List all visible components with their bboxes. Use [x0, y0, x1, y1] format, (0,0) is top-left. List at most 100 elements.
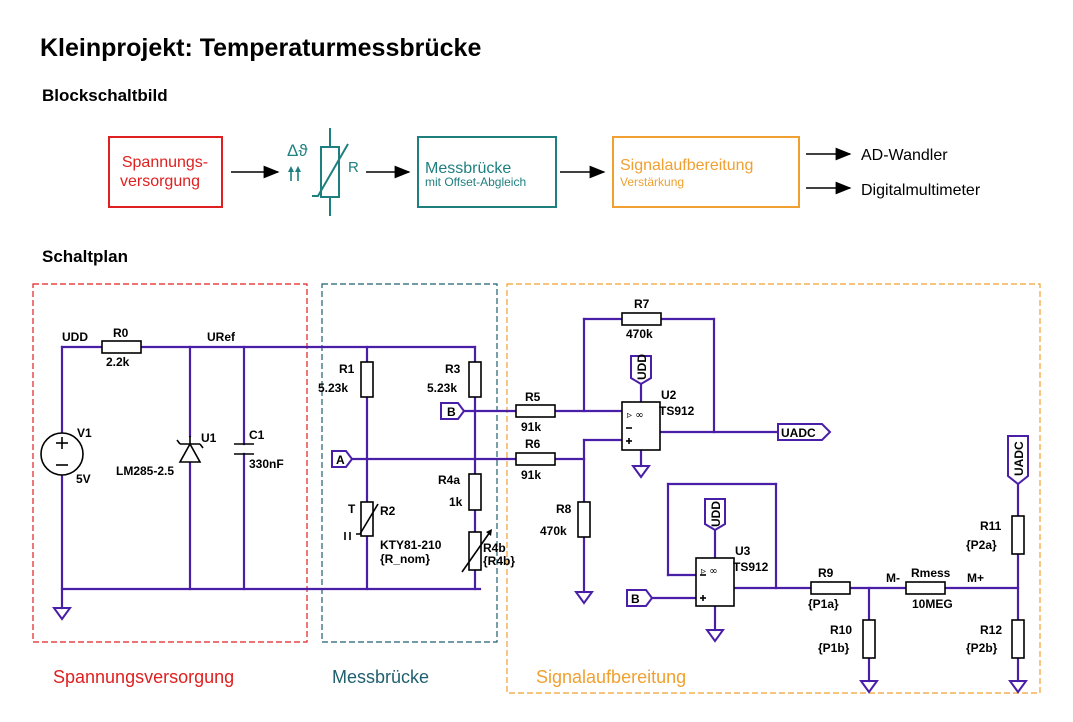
- resistor-r3: [468, 361, 482, 398]
- page-title: Kleinprojekt: Temperaturmessbrücke: [40, 34, 481, 62]
- resistor-r6: [515, 452, 556, 466]
- region-supply-frame: [32, 283, 308, 643]
- resistor-r10: [862, 619, 876, 659]
- uadc-flag-r11: [1007, 435, 1029, 486]
- label-r2-name: R2: [380, 504, 396, 518]
- block-signal: [612, 136, 800, 208]
- label-r8-value: 470k: [540, 524, 567, 538]
- svg-text:▹ ∞: ▹ ∞: [627, 410, 644, 421]
- label-r1-value: 5.23k: [318, 381, 348, 395]
- port-b-signal: [626, 589, 654, 607]
- port-a-bridge: [331, 450, 354, 468]
- ground-u2-icon: [631, 465, 651, 479]
- label-udd: UDD: [62, 330, 88, 344]
- label-r11-param: {P2a}: [966, 538, 997, 552]
- label-port-b: B: [447, 405, 456, 419]
- label-r4a-name: R4a: [438, 473, 460, 487]
- label-r7-value: 470k: [626, 327, 653, 341]
- label-u2-name: U2: [661, 388, 677, 402]
- label-r5-value: 91k: [521, 420, 541, 434]
- amp-u2-wires: [553, 317, 780, 594]
- output-dmm-label: Digitalmultimeter: [861, 182, 981, 199]
- thermistor-r2-icon: [344, 501, 379, 540]
- ground-r8-icon: [574, 591, 594, 605]
- ground-supply-icon: [52, 607, 72, 621]
- label-v1-value: 5V: [76, 472, 91, 486]
- label-r7-name: R7: [634, 297, 650, 311]
- label-c1-name: C1: [249, 428, 265, 442]
- svg-text:▹ ∞: ▹ ∞: [701, 566, 718, 577]
- ground-r12-icon: [1008, 680, 1028, 694]
- region-supply-label: Spannungsversorgung: [53, 667, 234, 687]
- label-r6-value: 91k: [521, 468, 541, 482]
- region-signal-label: Signalaufbereitung: [536, 667, 686, 687]
- resistor-rmess: [905, 581, 946, 595]
- label-r9-param: {P1a}: [808, 597, 839, 611]
- label-rmess-value: 10MEG: [912, 597, 953, 611]
- label-r6-name: R6: [525, 437, 541, 451]
- label-v1-name: V1: [77, 426, 92, 440]
- label-uadc-port: UADC: [781, 426, 816, 440]
- label-r0-name: R0: [113, 326, 129, 340]
- block-signal-main: Signalaufbereitung: [620, 157, 753, 174]
- label-r1-name: R1: [339, 362, 355, 376]
- block-supply-line1: Spannungs-: [122, 154, 208, 171]
- section-heading-block: Blockschaltbild: [42, 86, 168, 105]
- port-b-bridge: [440, 402, 466, 420]
- label-r12-param: {P2b}: [966, 641, 998, 655]
- zener-diode-u1: [176, 436, 204, 463]
- label-u2-value: TS912: [659, 404, 695, 418]
- voltage-source-v1: [40, 432, 84, 476]
- label-udd-flag-u2: UDD: [635, 354, 649, 380]
- label-r8-name: R8: [556, 502, 572, 516]
- label-r4b-param: {R4b}: [483, 554, 515, 568]
- region-bridge-label: Messbrücke: [332, 667, 429, 687]
- bridge-wires: [350, 345, 518, 591]
- sensor-r-label: R: [348, 159, 359, 176]
- resistor-r9: [810, 581, 851, 595]
- resistor-r0: [101, 340, 142, 354]
- ground-r10-icon: [859, 680, 879, 694]
- udd-flag-u2: [630, 355, 652, 386]
- label-u3-name: U3: [735, 544, 751, 558]
- supply-wires: [60, 345, 482, 610]
- label-r2-t: T: [348, 502, 356, 516]
- udd-flag-u3: [704, 498, 726, 532]
- region-bridge-frame: [321, 283, 498, 643]
- label-port-a: A: [336, 453, 345, 467]
- label-m-minus: M-: [886, 571, 900, 585]
- label-u1-name: U1: [201, 431, 217, 445]
- label-port-b-signal: B: [631, 592, 640, 606]
- label-r3-value: 5.23k: [427, 381, 457, 395]
- label-r5-name: R5: [525, 390, 541, 404]
- label-r12-name: R12: [980, 623, 1002, 637]
- label-r4b-name: R4b: [483, 541, 506, 555]
- output-adc-label: AD-Wandler: [861, 147, 948, 164]
- resistor-r5: [515, 404, 556, 418]
- block-signal-sub: Verstärkung: [620, 175, 684, 189]
- block-bridge-main: Messbrücke: [425, 160, 511, 177]
- label-c1-value: 330nF: [249, 457, 284, 471]
- resistor-r1: [360, 361, 374, 398]
- block-bridge-sub: mit Offset-Abgleich: [425, 175, 526, 189]
- amp-u3-wires: [650, 482, 1020, 683]
- label-r4a-value: 1k: [449, 495, 463, 509]
- region-signal-frame: [506, 283, 1041, 694]
- resistor-r4a: [468, 473, 482, 511]
- label-rmess-name: Rmess: [911, 566, 951, 580]
- potentiometer-r4b-icon: [461, 529, 492, 573]
- section-heading-schematic: Schaltplan: [42, 247, 128, 266]
- block-diagram: Spannungs- versorgung Δϑ R Messbrücke mi…: [108, 128, 981, 216]
- resistor-r7: [621, 312, 662, 326]
- label-uref: URef: [207, 330, 236, 344]
- block-supply-line2: versorgung: [120, 173, 200, 190]
- label-udd-flag-u3: UDD: [709, 501, 723, 527]
- label-r3-name: R3: [445, 362, 461, 376]
- resistor-r11: [1011, 515, 1025, 555]
- sensor-delta-label: Δϑ: [287, 141, 308, 160]
- label-r9-name: R9: [818, 566, 834, 580]
- ntc-sensor-icon: [288, 128, 349, 216]
- block-bridge: [417, 136, 557, 208]
- resistor-r12: [1011, 619, 1025, 659]
